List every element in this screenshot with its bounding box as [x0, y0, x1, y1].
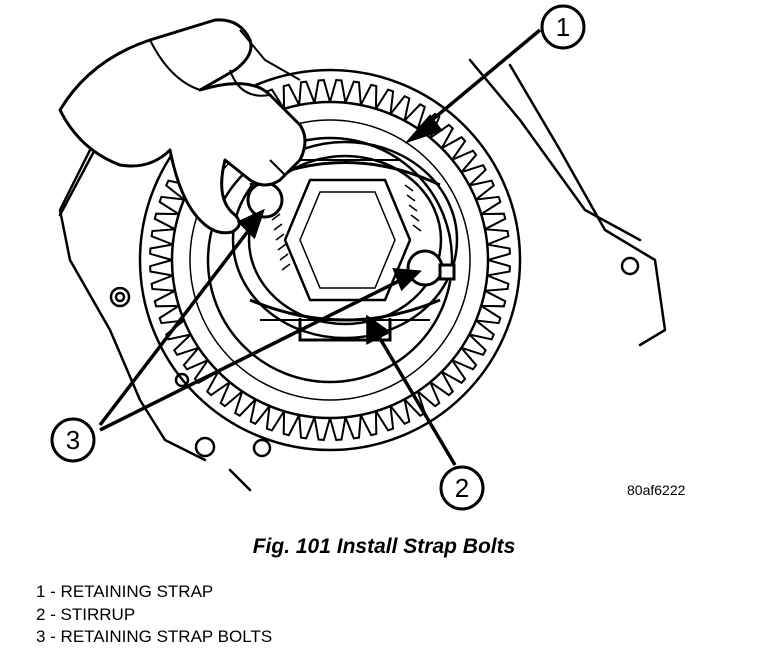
gear-tooth	[158, 305, 185, 325]
figure-caption: Fig. 101 Install Strap Bolts	[252, 535, 516, 558]
housing-hole-left-inner	[114, 291, 126, 303]
gear-tooth	[249, 399, 271, 426]
housing-hole-lower	[174, 372, 190, 388]
gear-tooth	[298, 414, 316, 440]
callout-2-label: 2	[455, 473, 469, 503]
gear-tooth	[461, 333, 487, 356]
housing-hole-bottom-b	[252, 438, 272, 458]
converter-hub	[231, 140, 459, 342]
gear-tooth	[429, 371, 455, 397]
gear-tooth	[375, 405, 395, 432]
gear-tooth	[481, 212, 507, 231]
gear-tooth	[475, 195, 502, 215]
gear-tooth	[265, 405, 285, 432]
gear-tooth	[475, 305, 502, 325]
gear-tooth	[158, 195, 185, 215]
gear-tooth	[150, 274, 176, 292]
leader-1	[418, 28, 542, 132]
gear-tooth	[484, 228, 510, 246]
gear-tooth	[149, 243, 173, 261]
gear-tooth	[153, 289, 179, 308]
gear-tooth	[329, 417, 347, 441]
gear-tooth	[344, 80, 362, 106]
gear-tooth	[461, 164, 487, 187]
gear-tooth	[451, 347, 478, 371]
strap-bolt-left	[246, 181, 284, 219]
housing-hole-left	[109, 286, 131, 308]
gear-tooth	[298, 80, 316, 106]
gear-tooth	[403, 391, 426, 417]
leader-3a	[98, 220, 257, 427]
gear-tooth	[359, 83, 378, 109]
gear-tooth	[469, 319, 496, 341]
gear-tooth	[313, 79, 331, 103]
gear-tooth	[234, 391, 257, 417]
gear-tooth	[182, 347, 209, 371]
housing-outline-right	[508, 63, 667, 347]
leader-3b	[99, 276, 406, 432]
gear-tooth	[469, 179, 496, 201]
gear-tooth	[451, 149, 478, 173]
gear-tooth	[282, 411, 301, 437]
housing-edge-right	[468, 58, 642, 242]
gear-tooth	[344, 414, 362, 440]
drawing-code: 80af6222	[627, 482, 686, 498]
gear-tooth	[389, 399, 411, 426]
gear-tooth	[487, 243, 511, 261]
strap-bolt-right	[406, 249, 444, 287]
legend-item-3: 3 - RETAINING STRAP BOLTS	[36, 627, 273, 646]
gear-tooth	[313, 417, 331, 441]
gear-tooth	[150, 228, 176, 246]
housing-hole-bottom-a	[194, 436, 216, 458]
technician-hand	[58, 18, 307, 235]
housing-hole-right	[620, 256, 640, 276]
callout-1-label: 1	[556, 12, 570, 42]
gear-tooth	[389, 94, 411, 121]
leader-lines	[98, 28, 542, 466]
callout-1: 1	[540, 4, 586, 50]
gear-tooth	[219, 381, 243, 408]
gear-tooth	[375, 88, 395, 115]
gear-tooth	[329, 79, 347, 103]
callout-2: 2	[439, 465, 485, 511]
legend-item-1: 1 - RETAINING STRAP	[36, 582, 214, 601]
gear-tooth	[484, 274, 510, 292]
strap-bolt-illustration: 1 2 3	[50, 4, 667, 511]
leader-2	[373, 329, 457, 466]
gear-tooth	[441, 359, 467, 385]
callout-legend: 1 - RETAINING STRAP 2 - STIRRUP 3 - RETA…	[36, 581, 272, 649]
callout-3: 3	[50, 417, 96, 463]
gear-tooth	[359, 411, 378, 437]
gear-tooth	[205, 371, 231, 397]
gear-tooth	[153, 212, 179, 231]
hex-nut	[283, 178, 412, 302]
legend-item-2: 2 - STIRRUP	[36, 604, 136, 624]
gear-tooth	[487, 259, 511, 277]
gear-tooth	[403, 103, 426, 129]
gear-tooth	[282, 83, 301, 109]
gear-tooth	[417, 381, 441, 408]
ring-gear-teeth	[149, 79, 511, 441]
gear-tooth	[149, 259, 173, 277]
gear-tooth	[481, 289, 507, 308]
callout-3-label: 3	[66, 425, 80, 455]
gear-tooth	[173, 333, 199, 356]
gear-tooth	[441, 135, 467, 161]
